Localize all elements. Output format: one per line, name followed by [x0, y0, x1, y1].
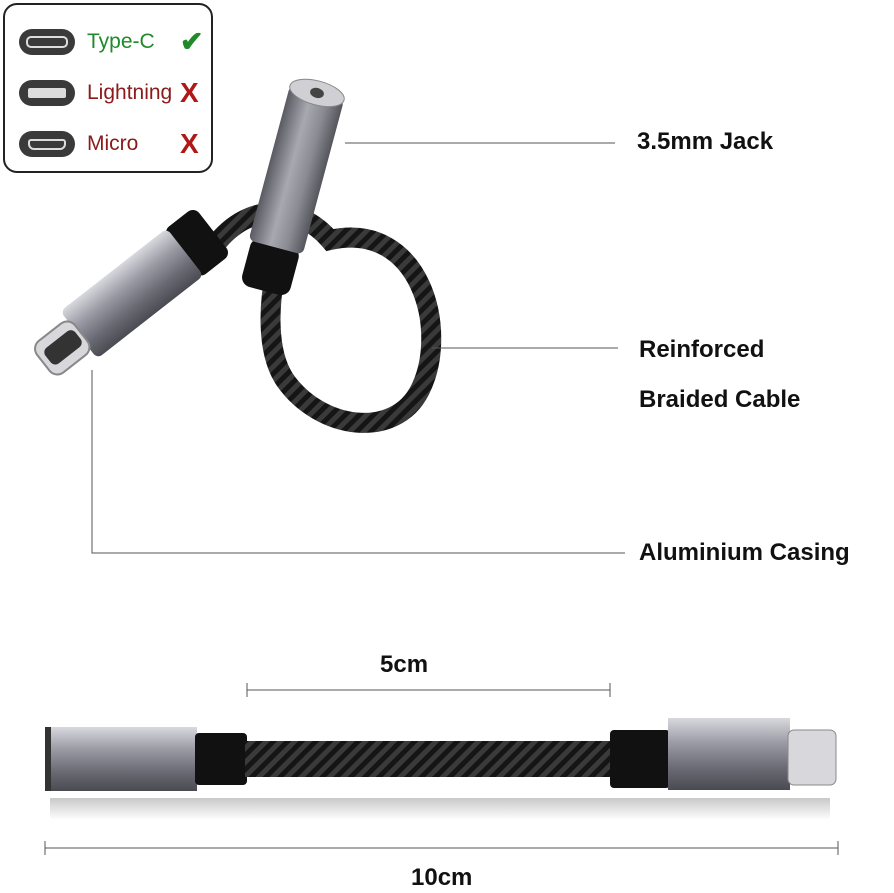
callout-casing: Aluminium Casing: [639, 539, 850, 566]
compat-label: Lightning: [87, 81, 173, 104]
lightning-port-icon: [19, 80, 75, 106]
type-c-port-icon: [19, 29, 75, 55]
straight-cable-view: [45, 718, 837, 820]
braided-cable-loop: [205, 202, 442, 433]
callout-cable-line2: Braided Cable: [639, 386, 801, 413]
compat-row-micro: Micro X: [19, 129, 209, 159]
usb-c-plug: [34, 209, 228, 376]
audio-jack-housing: [242, 78, 345, 296]
leader-lines: [44, 142, 839, 855]
compatibility-panel: Type-C ✔ Lightning X Micro X: [3, 3, 213, 173]
compat-label: Micro: [87, 132, 139, 155]
compat-row-lightning: Lightning X: [19, 78, 209, 108]
compat-row-type-c: Type-C ✔: [19, 27, 209, 57]
callout-jack: 3.5mm Jack: [637, 128, 774, 155]
checkmark-icon: ✔: [180, 26, 204, 57]
x-mark-icon: X: [180, 77, 199, 108]
compat-label: Type-C: [87, 30, 155, 53]
callout-cable-line1: Reinforced: [639, 336, 765, 363]
dimension-cable-length: 5cm: [380, 651, 429, 678]
micro-usb-port-icon: [19, 131, 75, 157]
x-mark-icon: X: [180, 128, 199, 159]
dimension-total-length: 10cm: [411, 864, 473, 891]
